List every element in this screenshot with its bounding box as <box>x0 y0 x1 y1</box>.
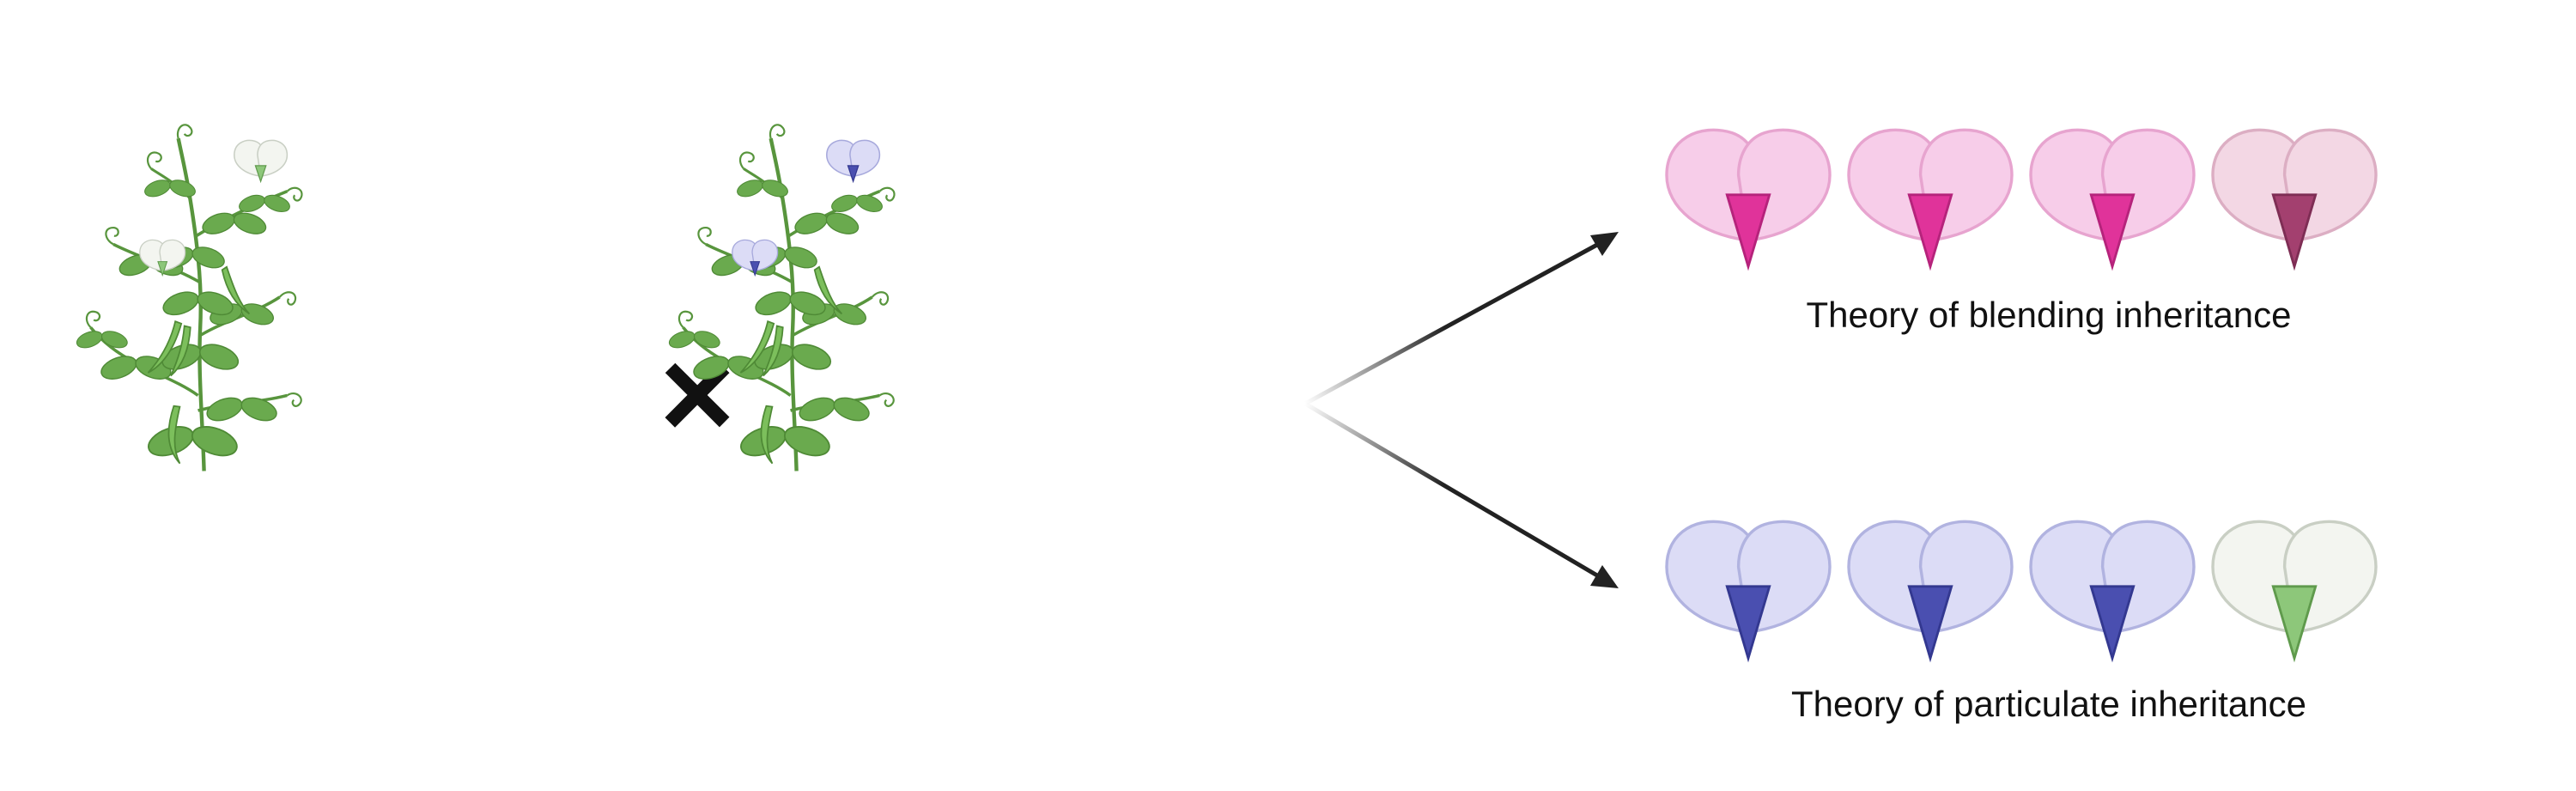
particulate-offspring-row <box>1667 521 2376 658</box>
purple-flower-icon <box>827 140 880 181</box>
pink-flower-icon <box>1849 130 2012 266</box>
purple-flower-icon <box>1849 521 2012 658</box>
pink-flower-icon <box>1667 130 1830 266</box>
dull-pink-flower-icon <box>2213 130 2376 266</box>
purple-flower-icon <box>1667 521 1830 658</box>
arrow-to-particulate <box>1305 404 1619 588</box>
blending-inheritance-caption: Theory of blending inheritance <box>1680 295 2418 336</box>
purple-flower-icon <box>2031 521 2194 658</box>
pink-flower-icon <box>2031 130 2194 266</box>
arrow-to-blending <box>1305 232 1619 404</box>
blending-offspring-row <box>1667 130 2376 266</box>
white-flower-icon <box>2213 521 2376 658</box>
particulate-inheritance-caption: Theory of particulate inheritance <box>1680 684 2418 725</box>
white-flower-parent-plant <box>75 125 302 471</box>
white-flower-icon <box>234 140 288 181</box>
